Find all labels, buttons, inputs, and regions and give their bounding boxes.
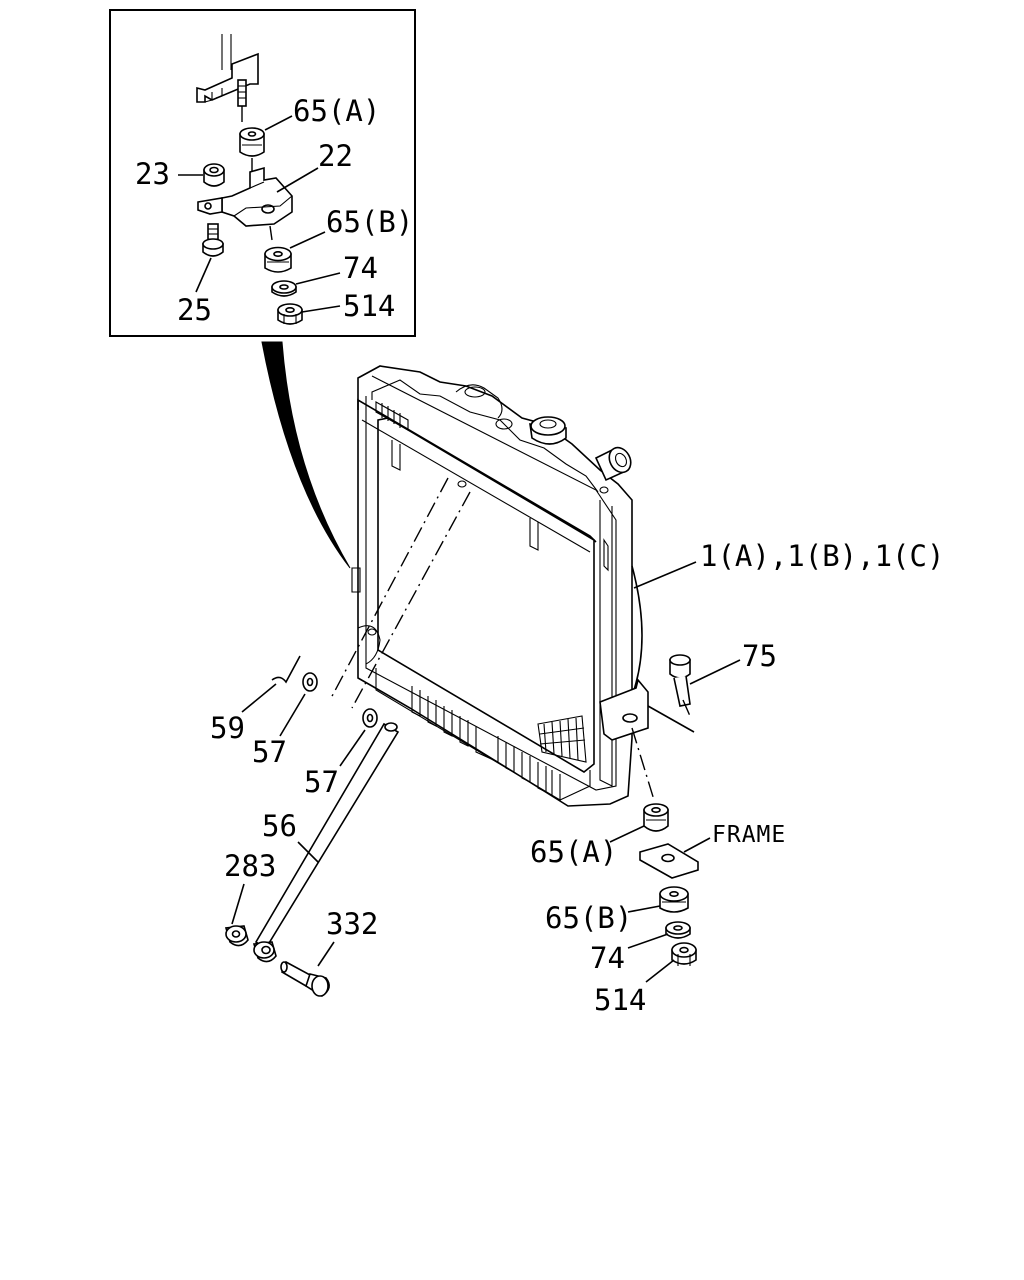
leader-radiator: [633, 561, 697, 589]
bolt-332: [280, 960, 330, 997]
leader-75-bracket: [647, 705, 695, 733]
centerline-mount: [631, 727, 655, 801]
label-514: 514: [594, 983, 646, 1017]
rod-end-bushing: [252, 941, 277, 963]
inset-washer-74: [271, 280, 297, 297]
label-inset-22: 22: [318, 139, 353, 173]
label-inset-514: 514: [343, 289, 395, 323]
label-57-upper: 57: [252, 735, 287, 769]
label-56: 56: [262, 809, 297, 843]
inset-leader-65a: [264, 115, 293, 131]
radiator-bottom-grille: [537, 715, 587, 763]
leader-514: [645, 959, 675, 983]
label-inset-65a: 65(A): [293, 94, 380, 128]
nut-283: [224, 925, 249, 947]
label-radiator: 1(A),1(B),1(C): [700, 539, 944, 573]
leader-75: [689, 659, 741, 685]
label-65b: 65(B): [545, 901, 632, 935]
label-inset-23: 23: [135, 157, 170, 191]
inset-leader-25: [195, 257, 212, 293]
label-59: 59: [210, 711, 245, 745]
inset-leader-514: [301, 305, 341, 313]
leader-57-lower: [339, 729, 366, 767]
inset-upper-bracket: [196, 34, 259, 126]
leader-57-upper: [279, 693, 306, 737]
nut-514: [671, 942, 697, 966]
inset-leader-22: [276, 167, 319, 193]
label-332: 332: [326, 907, 378, 941]
label-75: 75: [742, 639, 777, 673]
label-inset-74: 74: [343, 251, 378, 285]
label-inset-65b: 65(B): [326, 205, 413, 239]
leader-65b: [627, 905, 661, 913]
label-65a: 65(A): [530, 835, 617, 869]
radiator-mount-bracket: [599, 678, 649, 741]
inset-rubber-cushion-65b: [264, 246, 292, 273]
label-inset-25: 25: [177, 293, 212, 327]
leader-59: [241, 683, 277, 713]
radiator-assembly: [351, 365, 649, 807]
frame-plate: [639, 843, 699, 879]
rubber-cushion-65a: [643, 803, 669, 832]
rubber-cushion-65b: [659, 886, 689, 913]
washer-74: [665, 921, 691, 939]
leader-56: [297, 841, 319, 863]
bolt-75: [669, 654, 691, 717]
centerline-stay-upper: [329, 477, 449, 701]
label-frame: FRAME: [712, 822, 786, 848]
label-74: 74: [590, 941, 625, 975]
washer-57-upper: [302, 672, 318, 692]
radiator-filler-cap: [529, 416, 567, 445]
clip-59: [271, 655, 301, 684]
leader-74: [627, 933, 669, 949]
detail-inset: 65(A) 22 23: [109, 9, 416, 337]
inset-nut-514: [277, 303, 303, 325]
inset-frame: [109, 9, 416, 337]
label-283: 283: [224, 849, 276, 883]
inset-pointer: [261, 341, 351, 569]
inset-leader-74: [295, 272, 341, 285]
leader-frame: [683, 837, 711, 853]
label-57-lower: 57: [304, 765, 339, 799]
washer-57-lower: [362, 708, 378, 728]
radiator-bottom-tank: [375, 668, 591, 801]
inset-nut-23: [203, 163, 225, 187]
radiator-upper-hose-neck: [594, 446, 632, 482]
inset-rubber-cushion-65a: [239, 127, 265, 157]
inset-bolt-25: [202, 223, 224, 257]
inset-leader-65b: [289, 231, 326, 249]
leader-65a: [609, 825, 645, 843]
leader-283: [231, 883, 245, 925]
leader-332: [317, 941, 335, 967]
radiator-top-grille: [375, 401, 409, 431]
centerline-stay-lower: [351, 491, 471, 709]
